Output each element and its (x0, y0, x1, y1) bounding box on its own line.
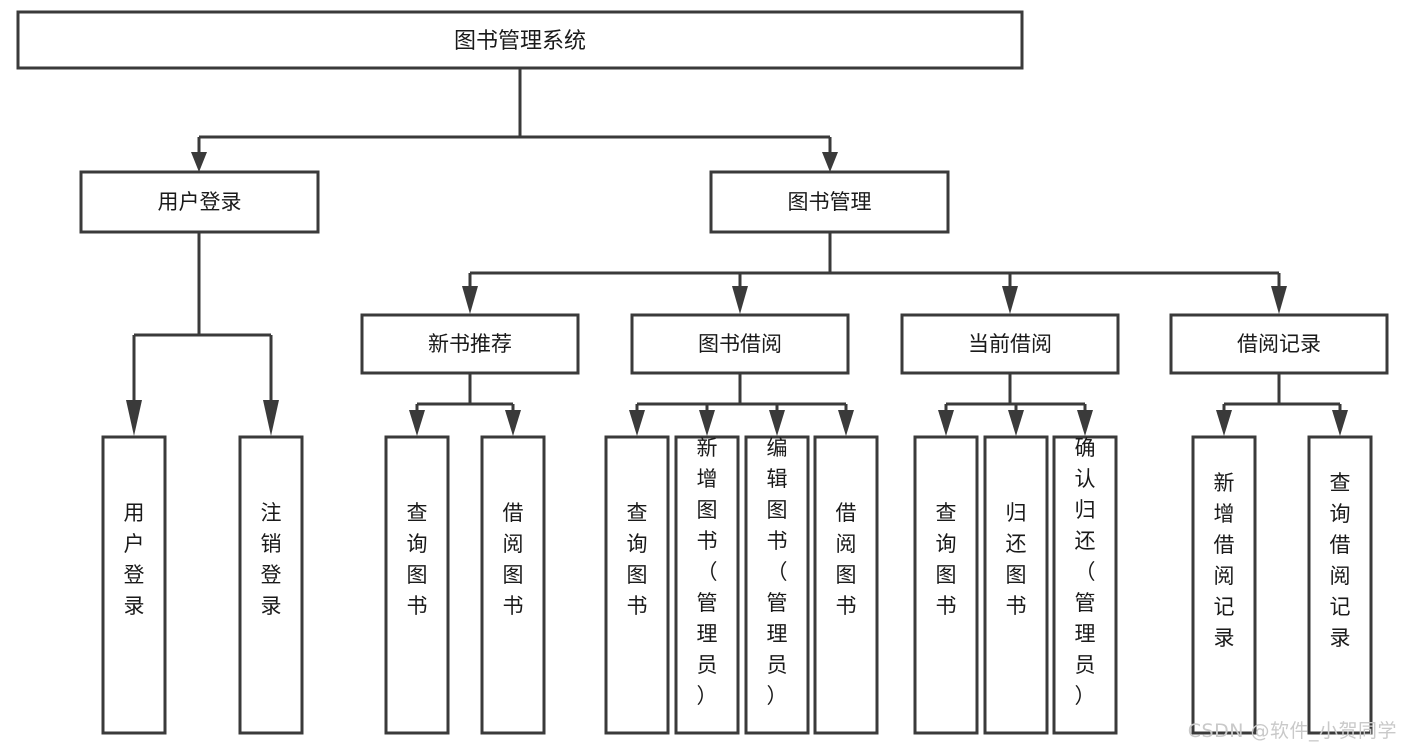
leaf-br-query-record-label: 查询借阅记录 (1330, 471, 1351, 650)
node-borrow-record-label: 借阅记录 (1237, 332, 1321, 356)
arrowhead-leaf-logout (263, 400, 279, 436)
leaf-cb-query-book-label: 查询图书 (936, 501, 957, 618)
leaf-br-add-record-label: 新增借阅记录 (1214, 471, 1235, 650)
node-book-borrow-label: 图书借阅 (698, 332, 782, 356)
node-root[interactable]: 图书管理系统 (16, 10, 1024, 70)
node-user-login[interactable]: 用户登录 (79, 170, 320, 234)
connectors-layer (126, 68, 1348, 436)
leaf-bb-edit-book-label: 编辑图书（管理员） (767, 436, 788, 708)
leaf-bb-add-book-box[interactable] (674, 435, 740, 735)
node-user-login-label: 用户登录 (158, 190, 242, 214)
leaf-bb-add-book-label: 新增图书（管理员） (697, 436, 718, 708)
leaf-br-query-record[interactable]: 查询借阅记录 (1307, 435, 1373, 735)
arrowhead-leaf-user-login (126, 400, 142, 436)
leaf-cb-confirm-return-box[interactable] (1052, 435, 1118, 735)
node-book-manage[interactable]: 图书管理 (709, 170, 950, 234)
node-new-book-label: 新书推荐 (428, 332, 512, 356)
leaf-cb-confirm-return[interactable]: 确认归还（管理员） (1052, 435, 1118, 735)
leaf-bb-query-book-box[interactable] (604, 435, 670, 735)
leaf-cb-query-book-box[interactable] (913, 435, 979, 735)
leaf-nb-borrow-book-label: 借阅图书 (503, 501, 524, 618)
arrowhead-nb-leaf1 (409, 410, 425, 436)
leaf-bb-edit-book-box[interactable] (744, 435, 810, 735)
leaf-br-add-record-box[interactable] (1191, 435, 1257, 735)
node-borrow-record-box[interactable] (1169, 313, 1389, 375)
node-book-manage-box[interactable] (709, 170, 950, 234)
arrowhead-cb-leaf1 (938, 410, 954, 436)
leaf-bb-borrow-book-label: 借阅图书 (836, 501, 857, 618)
arrowhead-cb-leaf3 (1077, 410, 1093, 436)
leaf-br-add-record[interactable]: 新增借阅记录 (1191, 435, 1257, 735)
node-book-borrow-box[interactable] (630, 313, 850, 375)
leaf-nb-query-book[interactable]: 查询图书 (384, 435, 450, 735)
arrowhead-br-leaf2 (1332, 410, 1348, 436)
leaf-cb-return-book-label: 归还图书 (1006, 501, 1027, 618)
arrowhead-borrow-record (1271, 286, 1287, 314)
arrowhead-current-borrow (1002, 286, 1018, 314)
arrowhead-cb-leaf2 (1008, 410, 1024, 436)
leaf-nb-query-book-box[interactable] (384, 435, 450, 735)
node-root-label: 图书管理系统 (454, 29, 586, 54)
leaf-bb-edit-book[interactable]: 编辑图书（管理员） (744, 435, 810, 735)
leaf-user-login[interactable]: 用户登录 (101, 435, 167, 735)
arrowhead-br-leaf1 (1216, 410, 1232, 436)
leaf-nb-borrow-book-box[interactable] (480, 435, 546, 735)
arrowhead-new-book (462, 286, 478, 314)
node-book-manage-label: 图书管理 (788, 190, 872, 214)
arrowhead-book-manage (822, 152, 838, 172)
leaf-bb-query-book[interactable]: 查询图书 (604, 435, 670, 735)
node-borrow-record[interactable]: 借阅记录 (1169, 313, 1389, 375)
leaf-cb-return-book-box[interactable] (983, 435, 1049, 735)
leaf-cb-query-book[interactable]: 查询图书 (913, 435, 979, 735)
arrowhead-bb-leaf3 (769, 410, 785, 436)
leaf-bb-query-book-label: 查询图书 (627, 501, 648, 618)
leaf-user-login-box[interactable] (101, 435, 167, 735)
arrowhead-bb-leaf1 (629, 410, 645, 436)
node-user-login-box[interactable] (79, 170, 320, 234)
node-current-borrow[interactable]: 当前借阅 (900, 313, 1120, 375)
node-current-borrow-label: 当前借阅 (968, 332, 1052, 356)
arrowhead-user-login (191, 152, 207, 172)
node-new-book-box[interactable] (360, 313, 580, 375)
node-root-box[interactable] (16, 10, 1024, 70)
arrowhead-nb-leaf2 (505, 410, 521, 436)
node-new-book[interactable]: 新书推荐 (360, 313, 580, 375)
leaf-bb-add-book[interactable]: 新增图书（管理员） (674, 435, 740, 735)
arrowhead-bb-leaf4 (838, 410, 854, 436)
leaf-logout-box[interactable] (238, 435, 304, 735)
leaf-nb-query-book-label: 查询图书 (407, 501, 428, 618)
node-current-borrow-box[interactable] (900, 313, 1120, 375)
leaf-bb-borrow-book[interactable]: 借阅图书 (813, 435, 879, 735)
leaf-cb-return-book[interactable]: 归还图书 (983, 435, 1049, 735)
arrowhead-bb-leaf2 (699, 410, 715, 436)
leaf-nb-borrow-book[interactable]: 借阅图书 (480, 435, 546, 735)
leaf-bb-borrow-book-box[interactable] (813, 435, 879, 735)
node-book-borrow[interactable]: 图书借阅 (630, 313, 850, 375)
leaf-cb-confirm-return-label: 确认归还（管理员） (1075, 436, 1096, 708)
leaf-logout-label: 注销登录 (261, 501, 282, 618)
arrowhead-book-borrow (732, 286, 748, 314)
leaf-br-query-record-box[interactable] (1307, 435, 1373, 735)
leaf-user-login-label: 用户登录 (124, 501, 145, 618)
leaf-logout[interactable]: 注销登录 (238, 435, 304, 735)
